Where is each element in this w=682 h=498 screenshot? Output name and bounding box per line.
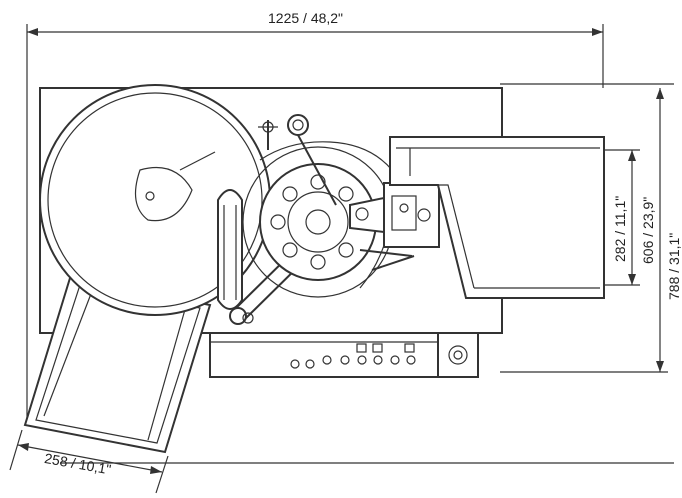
overall-width-label: 1225 / 48,2" bbox=[268, 10, 344, 26]
outfeed-inner-height-label: 282 / 11,1" bbox=[612, 195, 628, 262]
outfeed-outer-height-label: 606 / 23,9" bbox=[640, 196, 656, 264]
label-applicator bbox=[349, 182, 440, 271]
infeed-width-dimension bbox=[9, 429, 169, 494]
infeed-conveyor bbox=[23, 276, 212, 454]
overall-depth-label: 788 / 31,1" bbox=[666, 232, 682, 300]
sensor-post bbox=[258, 114, 337, 206]
main-carousel bbox=[242, 141, 396, 298]
diagram-svg bbox=[9, 24, 674, 494]
guide-rail bbox=[217, 189, 243, 310]
machine-top-view-diagram: 1225 / 48,2" 282 / 11,1" 606 / 23,9" 788… bbox=[9, 10, 682, 494]
control-panel bbox=[209, 332, 479, 378]
overall-width-dimension bbox=[26, 24, 604, 420]
outfeed-conveyor bbox=[389, 136, 605, 299]
vertical-dimensions bbox=[500, 88, 668, 373]
